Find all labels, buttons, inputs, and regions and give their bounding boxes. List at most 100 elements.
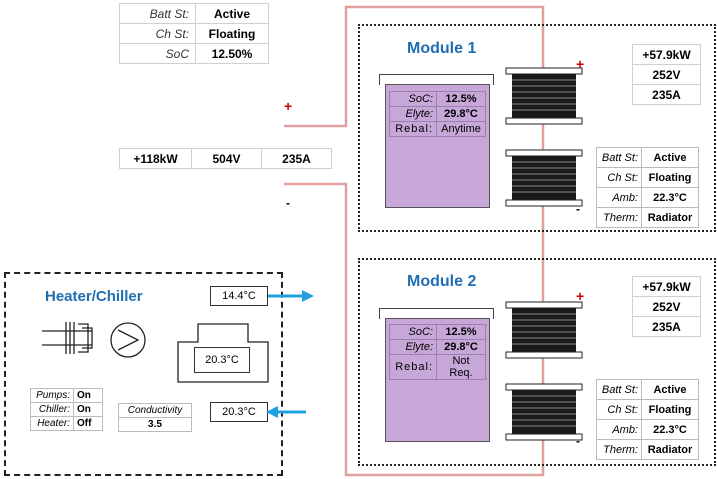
status-value: Active [641,379,699,400]
module-1-title: Module 1 [407,40,477,57]
coil-icon [505,149,583,207]
status-key: Batt St: [119,3,196,24]
cell-key: Rebal: [389,121,437,137]
table-row: Therm:Radiator [596,207,699,228]
module-1-status: Batt St:Active Ch St:Floating Amb:22.3°C… [596,147,699,228]
table-row: 252V [632,296,701,317]
status-key: Pumps: [30,388,74,403]
pack-power: +118kW [119,148,192,169]
status-value: 22.3°C [641,419,699,440]
cell-key: Elyte: [389,339,437,355]
table-row: Chiller:On [30,402,103,417]
pack-current: 235A [261,148,332,169]
status-key: Ch St: [596,167,642,188]
coil-icon [505,383,583,441]
table-row: Heater:Off [30,416,103,431]
status-key: Batt St: [596,379,642,400]
coil-icon [505,67,583,125]
module-current: 235A [632,316,701,337]
cell-key: SoC: [389,324,437,340]
module-voltage: 252V [632,64,701,85]
table-row: Pumps:On [30,388,103,403]
table-row: Amb:22.3°C [596,419,699,440]
status-value: Floating [195,23,269,44]
module-1-panel [358,24,716,232]
table-row: +57.9kW [632,276,701,297]
module-2-cell-table: SoC: 12.5% Elyte: 29.8°C Rebal: Not Req. [389,324,486,380]
pack-readings-table: +118kW 504V 235A [119,148,332,169]
coil-icon [505,301,583,359]
module-power: +57.9kW [632,276,701,297]
status-value: Radiator [641,207,699,228]
tank-temp: 20.3°C [194,347,250,373]
table-row: 235A [632,316,701,337]
heat-exchanger-icon [42,322,93,354]
module-1-readings: +57.9kW 252V 235A [632,44,701,105]
table-row: Batt St:Active [596,379,699,400]
table-row: Therm:Radiator [596,439,699,460]
status-value: On [73,402,103,417]
table-row: 235A [632,84,701,105]
outlet-temp: 14.4°C [210,286,268,306]
table-row: Batt St: Active [119,3,269,24]
table-row: SoC: 12.5% [389,91,486,107]
module-2-panel [358,258,716,466]
conductivity-label: Conductivity [118,403,192,418]
module-current: 235A [632,84,701,105]
status-key: Ch St: [119,23,196,44]
module-2-readings: +57.9kW 252V 235A [632,276,701,337]
table-row: Elyte: 29.8°C [389,106,486,122]
cell-key: Elyte: [389,106,437,122]
module-2-coils [505,301,583,441]
status-value: Active [195,3,269,24]
table-row: Rebal: Not Req. [389,354,486,380]
status-key: Heater: [30,416,74,431]
status-value: Floating [641,399,699,420]
cell-value: Anytime [436,121,486,137]
table-row: Elyte: 29.8°C [389,339,486,355]
table-row: Ch St:Floating [596,167,699,188]
cell-value: 12.5% [436,324,486,340]
module-2-minus: - [576,434,580,448]
cell-value: 29.8°C [436,106,486,122]
heater-chiller-panel [4,272,283,476]
module-2-cell-cap [379,308,494,319]
status-key: Chiller: [30,402,74,417]
table-row: Ch St:Floating [596,399,699,420]
module-1-minus: - [576,202,580,216]
module-1-plus: + [576,56,585,72]
module-2-status: Batt St:Active Ch St:Floating Amb:22.3°C… [596,379,699,460]
status-value: Floating [641,167,699,188]
cell-value: Not Req. [436,354,486,380]
table-row: Ch St: Floating [119,23,269,44]
pack-plus-terminal: + [284,98,293,114]
inlet-arrow-icon [266,406,306,418]
pack-minus-terminal: - [286,196,290,210]
status-key: Amb: [596,419,642,440]
table-row: Batt St:Active [596,147,699,168]
status-value: 22.3°C [641,187,699,208]
pack-voltage: 504V [191,148,262,169]
table-row: Amb:22.3°C [596,187,699,208]
table-row: +118kW 504V 235A [119,148,332,169]
cell-key: SoC: [389,91,437,107]
table-row: Conductivity [118,403,192,418]
module-1-cell-table: SoC: 12.5% Elyte: 29.8°C Rebal: Anytime [389,91,486,137]
status-value: Radiator [641,439,699,460]
outlet-arrow-icon [268,290,314,302]
table-row: 252V [632,64,701,85]
module-2-title: Module 2 [407,273,477,290]
table-row: 3.5 [118,417,192,432]
conductivity-value: 3.5 [118,417,192,432]
status-key: Ch St: [596,399,642,420]
cell-key: Rebal: [389,354,437,380]
status-key: Therm: [596,207,642,228]
heater-status-table: Pumps:On Chiller:On Heater:Off [30,388,103,431]
status-key: Therm: [596,439,642,460]
table-row: Rebal: Anytime [389,121,486,137]
module-1-cell-cap [379,74,494,85]
status-value: Active [641,147,699,168]
status-value: 12.50% [195,43,269,64]
inlet-temp: 20.3°C [210,402,268,422]
